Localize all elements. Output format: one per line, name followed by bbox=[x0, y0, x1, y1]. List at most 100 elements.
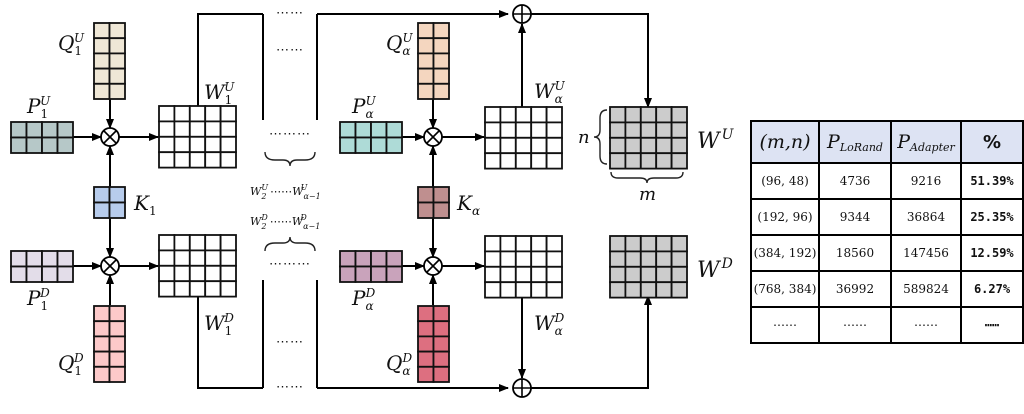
matrix-cell bbox=[432, 365, 450, 383]
ellipsis-bottom-inner: ⋯⋯ bbox=[276, 335, 304, 350]
matrix-cell bbox=[93, 305, 111, 323]
matrix-cell bbox=[484, 121, 502, 139]
matrix-cell bbox=[545, 106, 563, 124]
matrix-cell bbox=[173, 135, 191, 154]
cell-mn: (768, 384) bbox=[750, 270, 820, 308]
ellipsis-upper-matrices: ⋯⋯⋯ bbox=[269, 127, 311, 142]
matrix-cell bbox=[370, 250, 388, 268]
add-node-D bbox=[512, 378, 532, 398]
matrix-Q1D bbox=[93, 305, 126, 383]
matrix-cell bbox=[108, 67, 126, 85]
matrix-cell bbox=[10, 121, 28, 139]
matrix-cell bbox=[670, 136, 688, 155]
matrix-cell bbox=[108, 201, 126, 219]
matrix-cell bbox=[204, 135, 222, 154]
label-Ka: Kα bbox=[456, 191, 480, 218]
matrix-cell bbox=[219, 120, 237, 138]
matrix-cell bbox=[219, 105, 237, 123]
multiply-node-1U bbox=[100, 127, 120, 147]
matrix-cell bbox=[655, 265, 673, 284]
matrix-cell bbox=[609, 235, 627, 253]
matrix-cell bbox=[417, 22, 435, 40]
matrix-cell bbox=[484, 136, 502, 155]
matrix-cell bbox=[499, 121, 517, 139]
matrix-cell bbox=[385, 265, 403, 283]
braces bbox=[264, 109, 684, 252]
cell-percent: ⋯⋯ bbox=[960, 306, 1024, 344]
matrix-cell bbox=[545, 121, 563, 139]
matrix-cell bbox=[93, 67, 111, 85]
matrix-cell bbox=[545, 265, 563, 284]
matrix-cell bbox=[624, 265, 642, 284]
matrix-cell bbox=[499, 250, 517, 268]
cell-p-lorand: 36992 bbox=[818, 270, 892, 308]
table-row: (384, 192) 18560 147456 12.59% bbox=[750, 234, 1024, 272]
matrix-cell bbox=[514, 250, 533, 268]
matrix-Ka bbox=[417, 186, 450, 219]
matrix-cell bbox=[545, 250, 563, 268]
matrix-cell bbox=[609, 250, 627, 268]
matrix-cell bbox=[93, 37, 111, 55]
matrix-cell bbox=[339, 136, 357, 154]
matrix-cell bbox=[484, 281, 502, 299]
matrix-cell bbox=[158, 234, 176, 252]
matrix-cell bbox=[432, 67, 450, 85]
matrix-cell bbox=[484, 106, 502, 124]
matrix-cell bbox=[499, 235, 517, 253]
matrix-cell bbox=[188, 234, 207, 252]
matrix-cell bbox=[219, 280, 237, 298]
matrix-cell bbox=[219, 135, 237, 154]
cell-mn: (384, 192) bbox=[750, 234, 820, 272]
mid-D-start: W2D⋯⋯Wα−1D bbox=[250, 213, 320, 231]
cell-percent: 12.59% bbox=[960, 234, 1024, 272]
matrix-cell bbox=[639, 265, 658, 284]
multiply-node-aD bbox=[423, 256, 443, 276]
label-K1: K1 bbox=[133, 191, 157, 218]
matrix-cell bbox=[93, 186, 111, 204]
label-PaD: PαD bbox=[351, 286, 376, 313]
cell-p-lorand: 18560 bbox=[818, 234, 892, 272]
matrix-cell bbox=[655, 121, 673, 139]
matrix-cell bbox=[499, 136, 517, 155]
multiply-node-aU bbox=[423, 127, 443, 147]
table-row: ⋯⋯ ⋯⋯ ⋯⋯ ⋯⋯ bbox=[750, 306, 1024, 344]
matrix-WU bbox=[609, 106, 688, 170]
matrix-cell bbox=[93, 335, 111, 353]
matrix-P1U bbox=[10, 121, 74, 154]
matrix-cell bbox=[624, 281, 642, 299]
matrix-cell bbox=[370, 121, 388, 139]
matrix-cell bbox=[655, 152, 673, 170]
matrix-cell bbox=[514, 265, 533, 284]
mid-range-label-D: W2D⋯⋯Wα−1D bbox=[250, 213, 320, 231]
cell-p-lorand: ⋯⋯ bbox=[818, 306, 892, 344]
matrix-cell bbox=[158, 105, 176, 123]
matrix-WaU bbox=[484, 106, 563, 170]
matrix-cell bbox=[93, 52, 111, 70]
header-percent: % bbox=[960, 120, 1024, 164]
label-QaD: QαD bbox=[386, 351, 413, 378]
cell-mn: ⋯⋯ bbox=[750, 306, 820, 344]
matrix-cell bbox=[639, 106, 658, 124]
brace-n bbox=[593, 109, 608, 165]
matrix-cell bbox=[158, 135, 176, 154]
operator-nodes bbox=[100, 4, 532, 398]
matrix-cell bbox=[188, 280, 207, 298]
matrix-cell bbox=[108, 320, 126, 338]
mid-U-start: W2U⋯⋯Wα−1U bbox=[250, 183, 321, 201]
matrix-cell bbox=[188, 105, 207, 123]
cell-p-adapter: 36864 bbox=[890, 198, 962, 236]
matrix-cell bbox=[108, 82, 126, 100]
matrix-cell bbox=[158, 280, 176, 298]
ellipsis-top-wire: ⋯⋯ bbox=[276, 6, 304, 21]
matrix-cell bbox=[609, 152, 627, 170]
matrix-cell bbox=[25, 250, 43, 268]
matrix-cell bbox=[25, 265, 43, 283]
matrices bbox=[10, 22, 688, 383]
ellipsis-marks: ⋯⋯ ⋯⋯ ⋯⋯⋯ ⋯⋯⋯ ⋯⋯ ⋯⋯ bbox=[269, 6, 311, 395]
matrix-cell bbox=[417, 335, 435, 353]
matrix-cell bbox=[655, 106, 673, 124]
matrix-cell bbox=[530, 281, 548, 299]
matrix-cell bbox=[108, 22, 126, 40]
